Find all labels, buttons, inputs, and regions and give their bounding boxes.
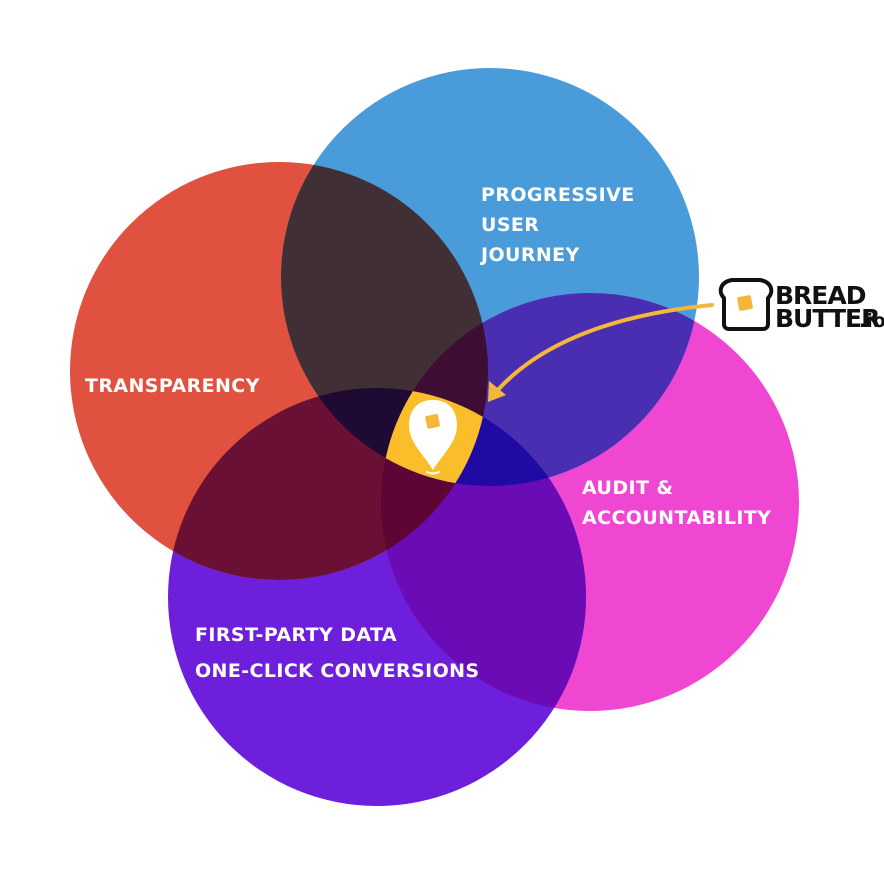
breadbutter-logo: BREAD BUTTER .io	[718, 278, 884, 333]
brand-word-bread: BREAD	[775, 281, 866, 310]
label-progressive-user-journey: PROGRESSIVE USER JOURNEY	[479, 184, 642, 266]
label-first-party-data: FIRST-PARTY DATA ONE-CLICK CONVERSIONS	[195, 624, 480, 682]
label-audit-accountability: AUDIT & ACCOUNTABILITY	[582, 477, 771, 529]
brand-suffix: .io	[859, 310, 884, 332]
label-transparency: TRANSPARENCY	[85, 375, 260, 397]
location-pin-icon	[409, 400, 457, 475]
pointer-arrow	[488, 303, 714, 402]
brand-word-butter: BUTTER	[775, 304, 880, 333]
